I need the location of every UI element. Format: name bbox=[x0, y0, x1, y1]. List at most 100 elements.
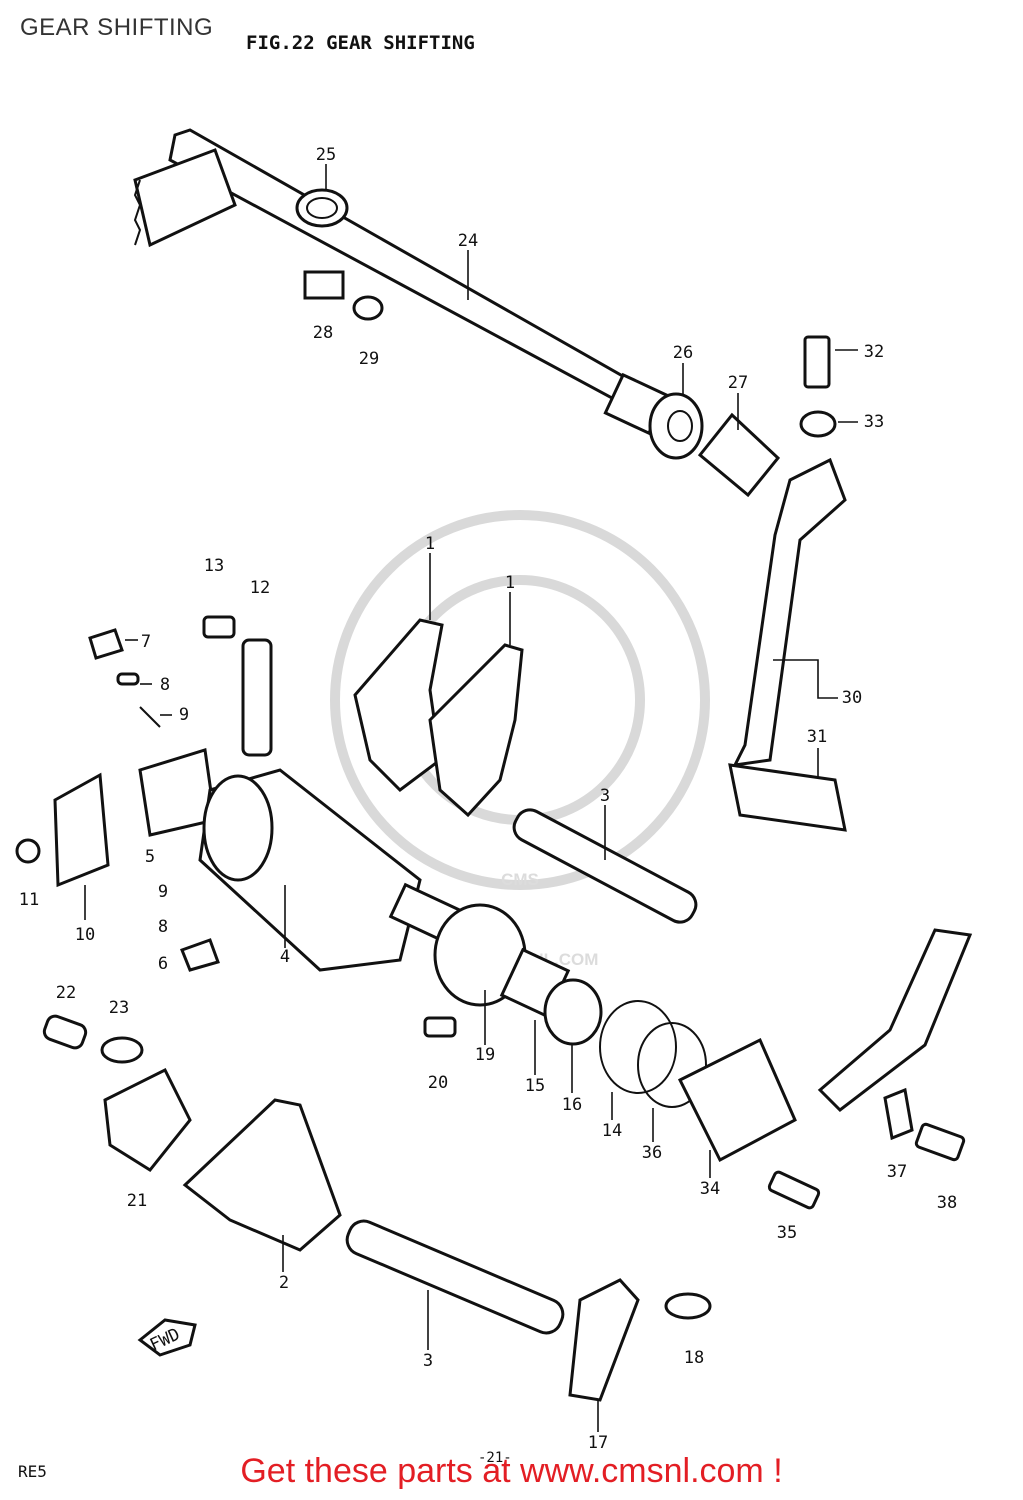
callout-5: 5 bbox=[145, 847, 155, 867]
shift-lever-assembly bbox=[728, 335, 847, 832]
o-ring-large bbox=[599, 1000, 677, 1094]
fwd-arrow-shape bbox=[137, 1318, 197, 1357]
callout-1a: 1 bbox=[425, 534, 435, 554]
callout-3b: 3 bbox=[423, 1351, 433, 1371]
callout-13: 13 bbox=[204, 556, 224, 576]
shift-forks bbox=[353, 618, 524, 818]
cam-stopper-lower bbox=[180, 938, 220, 972]
callout-37: 37 bbox=[887, 1162, 907, 1182]
stopper-spring bbox=[139, 706, 161, 728]
stopper-spring-lower bbox=[664, 1292, 712, 1320]
shift-fork-left bbox=[353, 618, 444, 792]
callout-38: 38 bbox=[937, 1193, 957, 1213]
plate-screw bbox=[202, 615, 236, 639]
callout-30: 30 bbox=[842, 688, 862, 708]
gearshift-arm-body bbox=[677, 1037, 797, 1163]
lever-bolt bbox=[803, 335, 831, 389]
callout-27: 27 bbox=[728, 373, 748, 393]
leader-lines bbox=[84, 164, 858, 1432]
cam-stopper-arm bbox=[568, 1278, 640, 1402]
callout-1b: 1 bbox=[505, 573, 515, 593]
cam-stopper bbox=[88, 628, 124, 660]
watermark-inner-ring bbox=[395, 575, 645, 825]
spring-stopper-bolt bbox=[303, 270, 345, 300]
arm-bolt bbox=[767, 1170, 821, 1210]
shift-shaft-assembly bbox=[133, 128, 781, 498]
callout-25: 25 bbox=[316, 145, 336, 165]
diagram-code: RE5 bbox=[18, 1462, 47, 1481]
callout-3a: 3 bbox=[600, 786, 610, 806]
guide-screw bbox=[15, 838, 41, 864]
bearing-ring bbox=[543, 978, 603, 1046]
callout-11: 11 bbox=[19, 890, 39, 910]
gearshift-rod bbox=[817, 928, 973, 1112]
gear-shift-cam bbox=[180, 768, 471, 972]
callout-31: 31 bbox=[807, 727, 827, 747]
pawl-spring bbox=[100, 1036, 144, 1064]
callout-15: 15 bbox=[525, 1076, 545, 1096]
shift-lever-rubber bbox=[728, 763, 847, 832]
circlip bbox=[352, 295, 384, 321]
callout-10: 10 bbox=[75, 925, 95, 945]
oil-seal-hole bbox=[667, 410, 693, 442]
fwd-arrow: FWD bbox=[137, 1318, 197, 1357]
callout-29: 29 bbox=[359, 349, 379, 369]
shift-lever bbox=[732, 457, 847, 767]
gear-sector-plate bbox=[133, 148, 237, 248]
callout-8b: 8 bbox=[158, 917, 168, 937]
fork-shaft-lower bbox=[345, 1219, 565, 1335]
callout-28: 28 bbox=[313, 323, 333, 343]
cam-guide bbox=[53, 772, 110, 888]
return-spring-inner bbox=[306, 197, 338, 219]
callout-6: 6 bbox=[158, 954, 168, 974]
callout-17: 17 bbox=[588, 1433, 608, 1453]
figure-title: FIG.22 GEAR SHIFTING bbox=[246, 32, 475, 54]
fork-shaft-upper bbox=[512, 808, 698, 924]
shift-fork-lower bbox=[182, 1098, 342, 1252]
callout-19: 19 bbox=[475, 1045, 495, 1065]
spacer-collar bbox=[697, 412, 781, 498]
promo-link[interactable]: Get these parts at www.cmsnl.com ! bbox=[240, 1452, 783, 1490]
callout-20: 20 bbox=[428, 1073, 448, 1093]
stopper-plate-parts bbox=[15, 615, 273, 888]
callout-36: 36 bbox=[642, 1143, 662, 1163]
rod-bolt bbox=[914, 1122, 966, 1162]
shift-cam-end bbox=[202, 774, 274, 882]
callout-35: 35 bbox=[777, 1223, 797, 1243]
callout-7: 7 bbox=[141, 632, 151, 652]
callout-9b: 9 bbox=[158, 882, 168, 902]
callout-26: 26 bbox=[673, 343, 693, 363]
watermark-brand: CMS bbox=[501, 870, 539, 889]
callout-8a: 8 bbox=[160, 675, 170, 695]
oil-seal bbox=[648, 392, 704, 460]
page-number: -21- bbox=[478, 1450, 512, 1466]
page-label: GEAR SHIFTING bbox=[20, 14, 214, 41]
callout-24: 24 bbox=[458, 231, 478, 251]
shift-fork-lower-assembly bbox=[103, 1067, 342, 1252]
gearshift-arm bbox=[677, 928, 973, 1210]
return-spring bbox=[295, 188, 349, 228]
callout-23: 23 bbox=[109, 998, 129, 1018]
rod-clip bbox=[883, 1087, 914, 1141]
gear-sector-teeth bbox=[133, 179, 142, 246]
callout-18: 18 bbox=[684, 1348, 704, 1368]
callout-9a: 9 bbox=[179, 705, 189, 725]
callout-33: 33 bbox=[864, 412, 884, 432]
callout-2: 2 bbox=[279, 1273, 289, 1293]
callout-34: 34 bbox=[700, 1179, 720, 1199]
callout-32: 32 bbox=[864, 342, 884, 362]
callout-21: 21 bbox=[127, 1191, 147, 1211]
callout-16: 16 bbox=[562, 1095, 582, 1115]
stopper-pin bbox=[116, 672, 140, 686]
callout-22: 22 bbox=[56, 983, 76, 1003]
leader-30 bbox=[773, 659, 838, 699]
lever-washer bbox=[799, 410, 837, 438]
shift-fork-right bbox=[428, 643, 524, 818]
callout-12: 12 bbox=[250, 578, 270, 598]
o-ring-small bbox=[637, 1022, 707, 1108]
callout-14: 14 bbox=[602, 1121, 622, 1141]
callout-labels: 25 24 28 29 26 27 32 33 13 12 7 8 9 1 1 … bbox=[19, 145, 957, 1453]
cam-bearing-parts bbox=[423, 903, 707, 1108]
